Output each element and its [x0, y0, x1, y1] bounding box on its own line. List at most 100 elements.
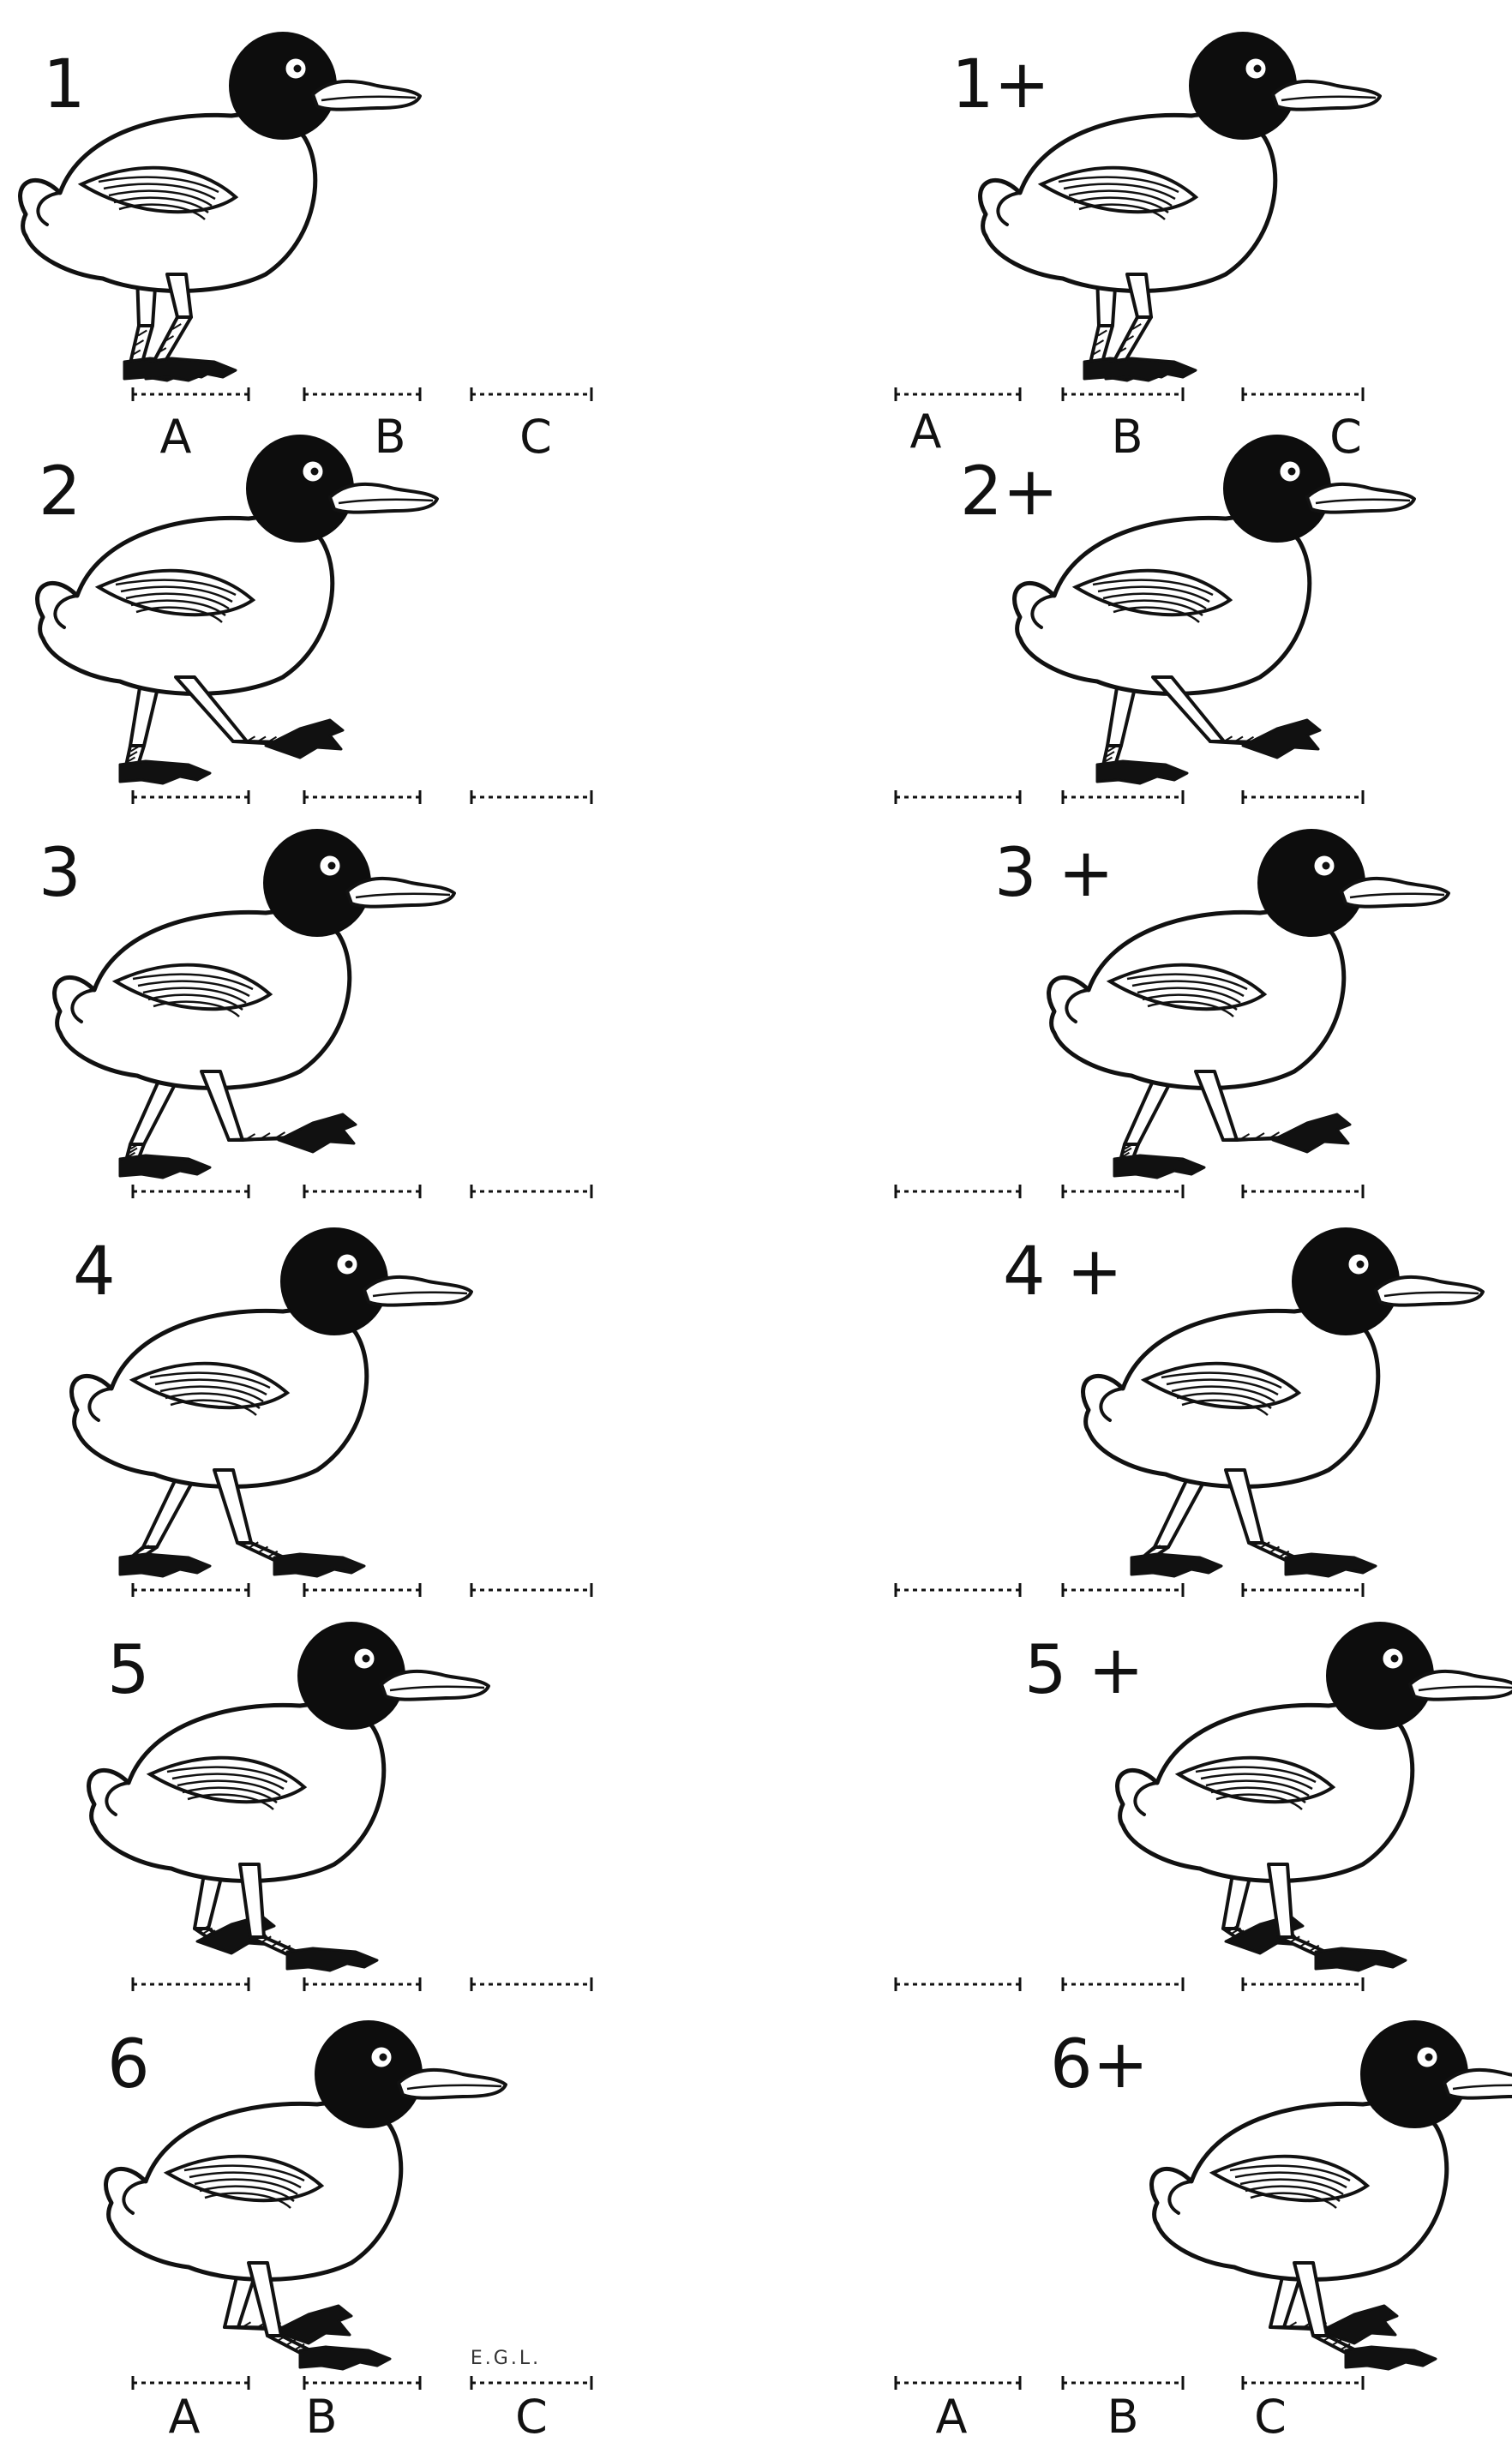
eye-pupil	[293, 64, 302, 73]
front-leg-foot	[1241, 718, 1322, 759]
front-leg-foot	[1271, 1113, 1352, 1154]
frame-label: 5	[107, 1632, 150, 1709]
beak	[397, 2067, 507, 2100]
frame-left-3	[52, 829, 593, 1198]
beak	[345, 876, 456, 909]
frame-left-6	[104, 2020, 593, 2390]
duck-head	[246, 435, 354, 543]
frame-left-5	[87, 1622, 593, 1991]
tail-curl	[36, 191, 62, 226]
frame-label: 6	[107, 2026, 150, 2103]
marker-label-c: C	[519, 410, 552, 464]
eye-pupil	[1287, 467, 1296, 476]
frame-right-5	[894, 1622, 1512, 1991]
frame-label: 6+	[1050, 2026, 1149, 2103]
back-leg-foot	[1095, 759, 1189, 785]
frame-label: 2	[39, 453, 81, 531]
duck-head	[1257, 829, 1365, 937]
duck-figure	[1012, 435, 1416, 785]
beak	[1374, 1275, 1485, 1307]
duck-head	[315, 2020, 423, 2128]
eye-pupil	[1390, 1654, 1399, 1663]
frame-label: 1+	[951, 46, 1050, 123]
back-leg-foot	[118, 1552, 212, 1578]
marker-label-b: B	[1107, 2390, 1138, 2444]
duck-figure	[69, 1227, 473, 1578]
front-leg-foot	[273, 1552, 366, 1578]
frame-label: 3	[39, 835, 81, 912]
frame-right-1	[894, 32, 1382, 401]
frame-right-4	[894, 1227, 1485, 1597]
duck-figure	[52, 829, 456, 1179]
back-leg-foot	[118, 1154, 212, 1179]
duck-head	[229, 32, 337, 140]
front-leg-foot	[1104, 357, 1197, 382]
marker-label-b: B	[1111, 410, 1143, 464]
beak	[380, 1669, 490, 1701]
artist-signature: E.G.L.	[471, 2348, 541, 2369]
eye-pupil	[362, 1654, 370, 1663]
frame-label: 4 +	[1003, 1233, 1123, 1311]
marker-label-a: A	[910, 405, 942, 459]
duck-figure	[1115, 1622, 1512, 1972]
back-leg-foot	[118, 759, 212, 785]
duck-head	[1360, 2020, 1468, 2128]
marker-label-b: B	[374, 410, 405, 464]
beak	[1340, 876, 1450, 909]
tail-curl	[70, 988, 96, 1023]
front-leg-foot	[285, 1947, 379, 1972]
tail-curl	[1030, 594, 1056, 629]
back-leg-foot	[1318, 2304, 1399, 2345]
duck-figure	[104, 2020, 507, 2371]
beak	[311, 79, 422, 111]
eye-pupil	[1322, 861, 1330, 870]
tail-curl	[105, 1781, 130, 1816]
beak	[1443, 2067, 1512, 2100]
marker-label-c: C	[1329, 410, 1362, 464]
frame-right-3	[894, 829, 1450, 1198]
marker-label-c: C	[515, 2390, 548, 2444]
duck-figure	[978, 32, 1382, 382]
duck-figure	[1081, 1227, 1485, 1578]
duck-figure	[18, 32, 422, 382]
beak	[1305, 482, 1416, 514]
tail-curl	[122, 2180, 147, 2215]
duck-figure	[1047, 829, 1450, 1179]
frame-left-4	[69, 1227, 593, 1597]
front-leg-foot	[144, 357, 237, 382]
eye-pupil	[379, 2053, 387, 2061]
eye-pupil	[1356, 1260, 1365, 1269]
front-leg-foot	[1314, 1947, 1407, 1972]
duck-figure	[1149, 2020, 1512, 2371]
duck-head	[1189, 32, 1297, 140]
back-leg-foot	[273, 2304, 353, 2345]
duck-head	[280, 1227, 388, 1335]
beak	[328, 482, 439, 514]
tail-curl	[87, 1387, 113, 1422]
duck-head	[263, 829, 371, 937]
tail-curl	[1065, 988, 1090, 1023]
front-leg-foot	[298, 2345, 392, 2371]
back-leg-foot	[1130, 1552, 1223, 1578]
tail-curl	[53, 594, 79, 629]
duck-head	[1292, 1227, 1400, 1335]
eye-pupil	[1425, 2053, 1433, 2061]
marker-label-a: A	[936, 2390, 968, 2444]
duck-head	[1223, 435, 1331, 543]
front-leg-foot	[1344, 2345, 1437, 2371]
front-leg-foot	[277, 1113, 357, 1154]
frame-right-6	[894, 2020, 1512, 2390]
frame-left-2	[35, 435, 593, 804]
duck-figure	[35, 435, 439, 785]
duck-head	[297, 1622, 405, 1730]
marker-label-a: A	[169, 2390, 201, 2444]
beak	[1408, 1669, 1512, 1701]
eye-pupil	[327, 861, 336, 870]
duck-figure	[87, 1622, 490, 1972]
duck-head	[1326, 1622, 1434, 1730]
front-leg-foot	[1284, 1552, 1377, 1578]
beak	[1271, 79, 1382, 111]
tail-curl	[1099, 1387, 1125, 1422]
eye-pupil	[1253, 64, 1262, 73]
